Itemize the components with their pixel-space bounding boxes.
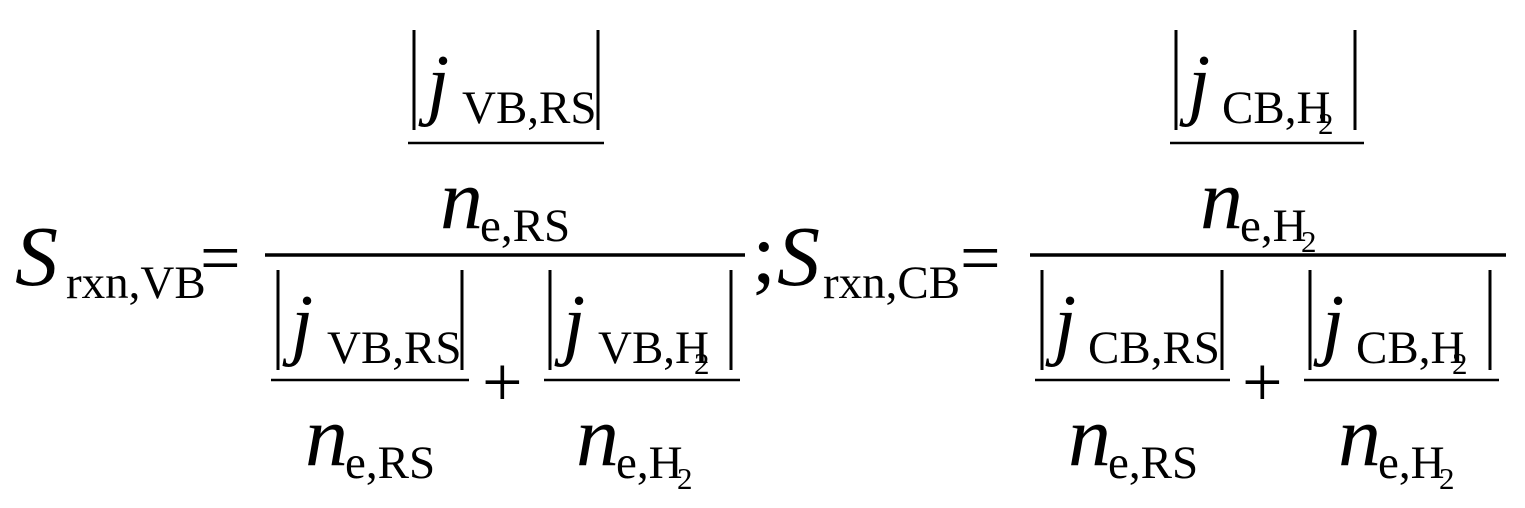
vb-num-j-subscript: VB,RS (462, 82, 597, 134)
vb-equals: = (200, 218, 241, 298)
cb-den2-j-subscript: CB,H (1356, 322, 1464, 374)
vb-num-n: n (440, 151, 483, 247)
vb-num-j: j (418, 40, 449, 128)
cb-num-j-subscript: CB,H (1222, 82, 1330, 134)
vb-den1-n: n (305, 388, 348, 484)
cb-equals: = (960, 218, 1001, 298)
cb-equation: S rxn,CB = j CB,H 2 n e,H 2 j CB,RS n e,… (777, 30, 1506, 496)
vb-den2-n-subscript-index: 2 (677, 461, 693, 496)
cb-num-j: j (1179, 40, 1210, 128)
vb-numerator: j VB,RS n e,RS (408, 30, 604, 252)
cb-den1-n-subscript: e,RS (1108, 437, 1198, 489)
cb-lhs-subscript: rxn,CB (823, 257, 960, 309)
cb-den1-n: n (1068, 388, 1111, 484)
cb-num-n-subscript: e,H (1240, 200, 1307, 252)
cb-numerator: j CB,H 2 n e,H 2 (1170, 30, 1364, 259)
cb-denominator-term2: j CB,H 2 n e,H 2 (1304, 270, 1499, 496)
vb-denominator-term1: j VB,RS n e,RS (271, 270, 469, 489)
cb-num-n: n (1200, 151, 1243, 247)
vb-lhs-symbol: S (15, 208, 58, 304)
vb-num-n-subscript: e,RS (480, 200, 570, 252)
cb-den1-j: j (1045, 280, 1076, 368)
vb-equation: S rxn,VB = j VB,RS n e,RS j VB,RS n e,RS… (15, 30, 745, 496)
vb-den2-n: n (576, 388, 619, 484)
cb-num-j-subscript-index: 2 (1318, 106, 1334, 141)
vb-den1-n-subscript: e,RS (345, 437, 435, 489)
vb-den1-j: j (282, 280, 313, 368)
cb-num-n-subscript-index: 2 (1301, 224, 1317, 259)
cb-lhs-symbol: S (777, 208, 820, 304)
vb-den1-j-subscript: VB,RS (327, 322, 462, 374)
cb-den2-j: j (1313, 280, 1344, 368)
vb-den2-j-subscript-index: 2 (694, 346, 710, 381)
cb-denominator-term1: j CB,RS n e,RS (1035, 270, 1230, 489)
cb-den2-n: n (1338, 388, 1381, 484)
vb-den2-j: j (554, 280, 585, 368)
vb-denominator-term2: j VB,H 2 n e,H 2 (544, 270, 740, 496)
vb-den2-n-subscript: e,H (616, 437, 683, 489)
cb-den2-n-subscript-index: 2 (1439, 461, 1455, 496)
vb-denominator-plus: + (482, 342, 523, 422)
cb-den2-n-subscript: e,H (1378, 437, 1445, 489)
equation-separator: ; (752, 205, 776, 301)
vb-lhs-subscript: rxn,VB (66, 257, 206, 309)
vb-den2-j-subscript: VB,H (598, 322, 709, 374)
cb-den1-j-subscript: CB,RS (1088, 322, 1220, 374)
cb-denominator-plus: + (1242, 342, 1283, 422)
cb-den2-j-subscript-index: 2 (1452, 346, 1468, 381)
